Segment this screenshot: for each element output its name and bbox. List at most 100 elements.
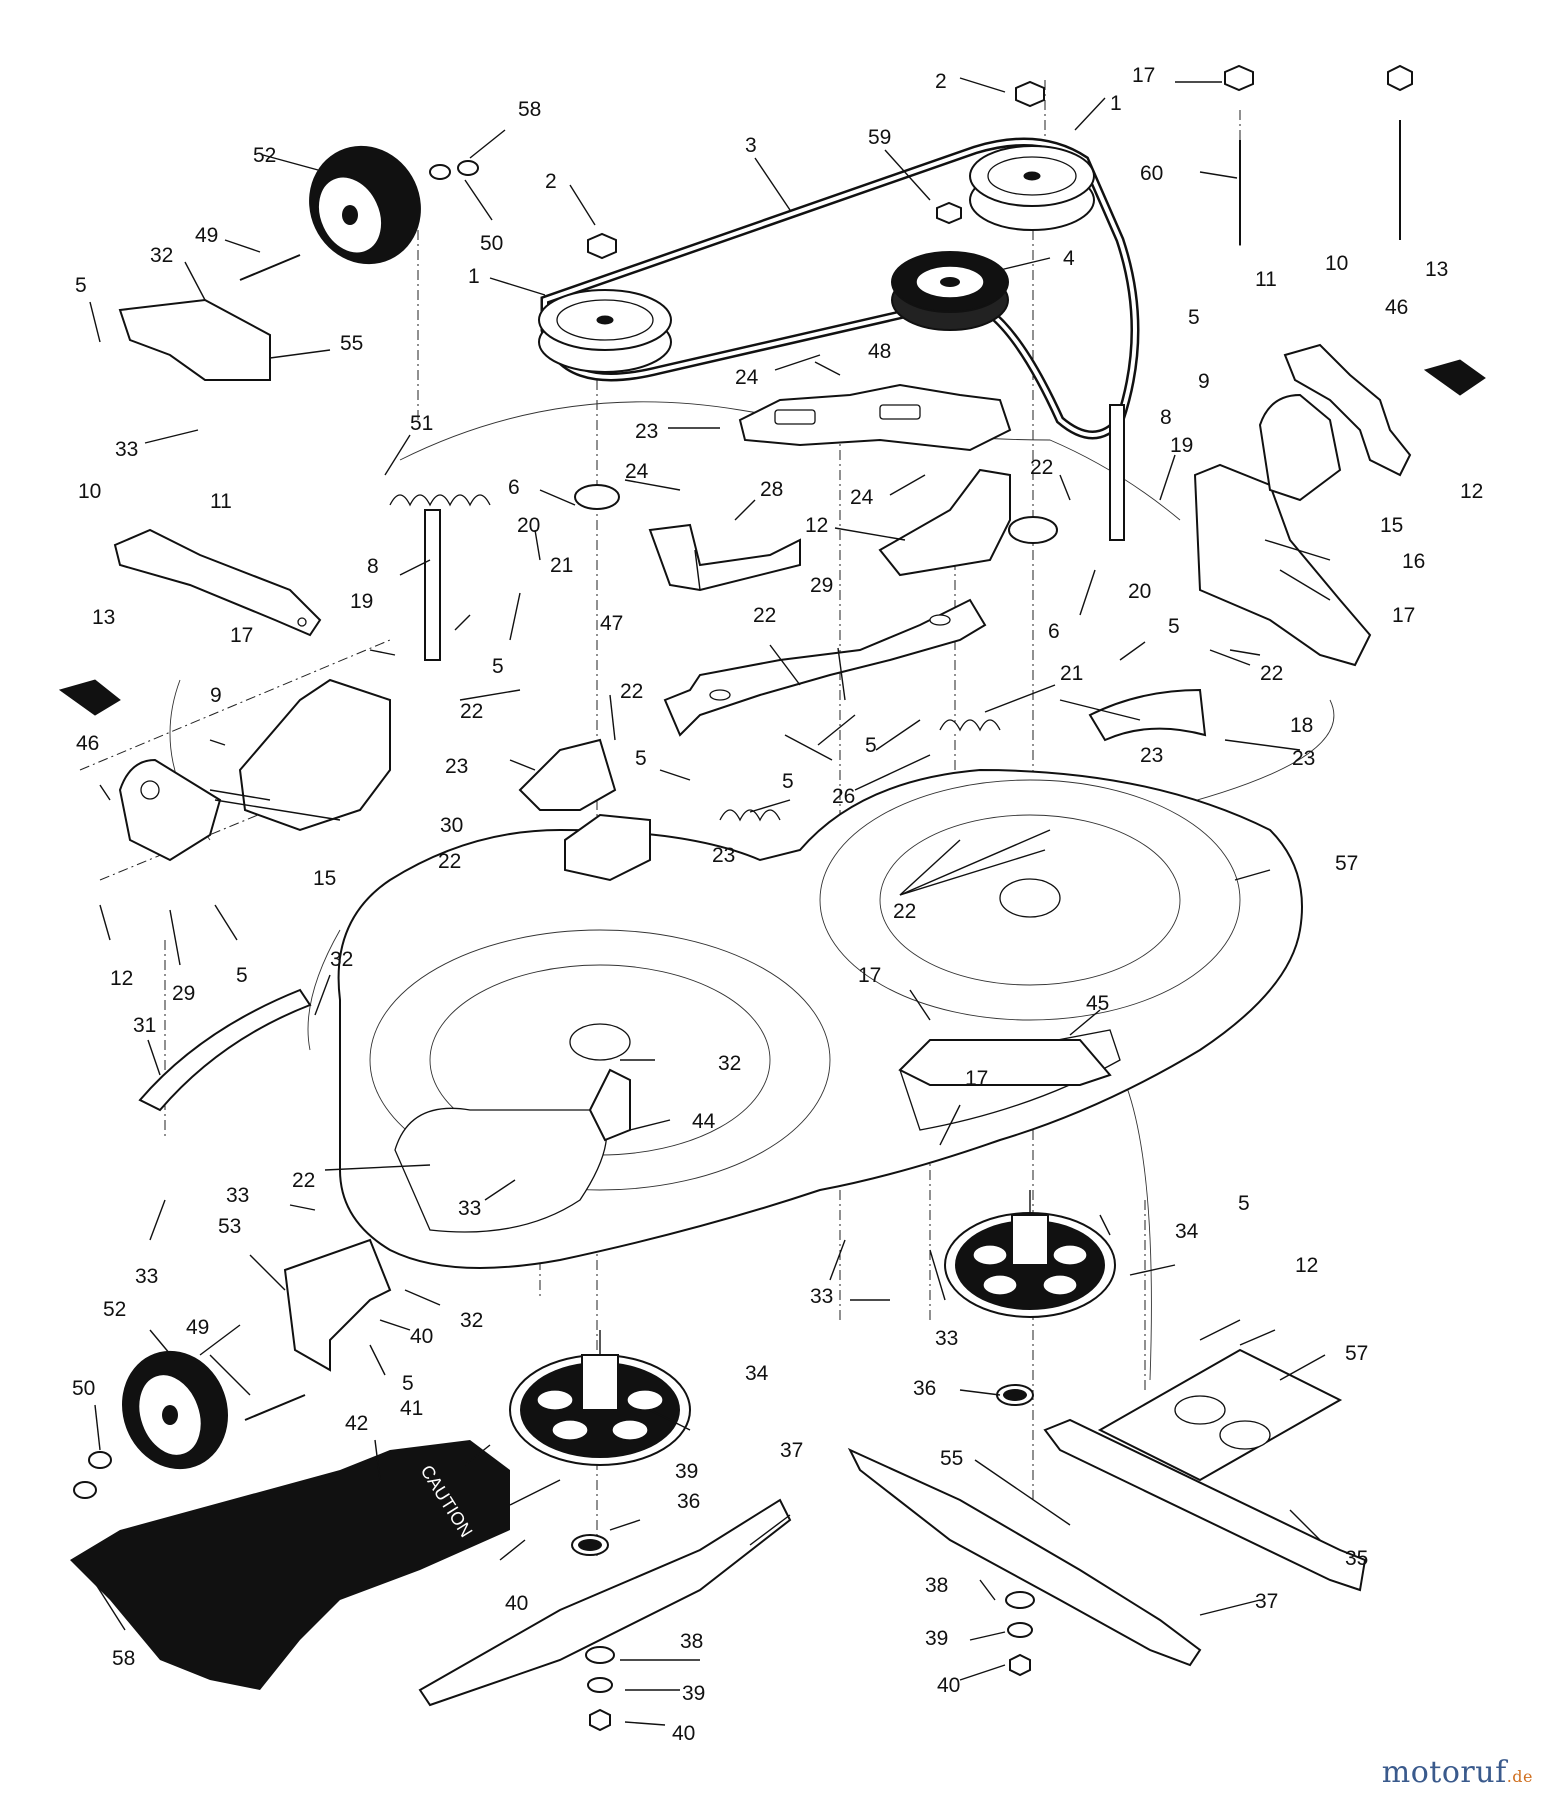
callout-30: 30: [440, 814, 463, 837]
callout-47-b: 46: [76, 732, 99, 755]
callout-32: 32: [150, 244, 173, 267]
callout-16: 16: [1402, 550, 1425, 573]
callout-14-b: 12: [110, 967, 133, 990]
callout-22-d: 22: [460, 700, 483, 723]
callout-20-b: 20: [1128, 580, 1151, 603]
callout-40-b: 40: [672, 1722, 695, 1745]
watermark-main: motoruf: [1381, 1755, 1507, 1790]
baffle-left: [518, 738, 651, 882]
callout-39-b: 39: [682, 1682, 705, 1705]
callout-9: 9: [1198, 370, 1210, 393]
deck-housing: [337, 768, 1303, 1269]
callout-5-h: 5: [236, 964, 248, 987]
callout-5-c: 5: [1168, 615, 1180, 638]
blade-left: [418, 1498, 792, 1707]
callout-31: 31: [133, 1014, 156, 1037]
deck-stiffener-28: [663, 598, 987, 737]
discharge-chute: CAUTION: [70, 1440, 510, 1690]
callout-14-c: 12: [1295, 1254, 1318, 1277]
callout-58: 57: [1345, 1342, 1368, 1365]
callout-19: 19: [1170, 434, 1193, 457]
gauge-wheel-top: [309, 145, 421, 265]
callout-53: 52: [253, 144, 276, 167]
callout-22-f: 22: [438, 850, 461, 873]
callout-26: 26: [832, 785, 855, 808]
callout-21: 21: [550, 554, 573, 577]
callout-33-d: 33: [135, 1265, 158, 1288]
callout-15: 15: [1380, 514, 1403, 537]
lift-arm-left: [113, 528, 322, 637]
callout-2: 2: [935, 70, 947, 93]
callout-28: 29: [810, 574, 833, 597]
callout-15-b: 15: [313, 867, 336, 890]
callout-22-b: 22: [753, 604, 776, 627]
callout-24-b: 24: [625, 460, 649, 483]
callout-11-b: 11: [210, 490, 232, 513]
callout-37: 37: [780, 1439, 803, 1462]
callout-20: 20: [517, 514, 540, 537]
callout-5-b: 5: [1188, 306, 1200, 329]
callout-18: 18: [1290, 714, 1313, 737]
leader-lines: [89, 77, 1331, 1726]
callout-22-g: 22: [893, 900, 916, 923]
deck-stabilizer: [1043, 1348, 1367, 1592]
callout-22: 22: [1030, 456, 1053, 479]
blade-right: [847, 1447, 1202, 1667]
callout-22-h: 22: [292, 1169, 315, 1192]
callout-27: 28: [760, 478, 783, 501]
callout-17-d: 17: [858, 964, 881, 987]
callout-38-b: 38: [680, 1630, 703, 1653]
callout-33-c: 33: [226, 1184, 249, 1207]
gauge-wheel-bottom: [122, 1350, 228, 1470]
pulley-left: [538, 289, 672, 373]
callout-43: 41: [400, 1397, 423, 1420]
callout-1: 1: [1110, 92, 1122, 115]
callout-10-b: 10: [78, 480, 101, 503]
callout-5-g: 5: [782, 770, 794, 793]
callout-34: 34: [1175, 1220, 1199, 1243]
spindle-left: [509, 1330, 691, 1466]
callout-24-c: 24: [850, 486, 874, 509]
gauge-wheel-bracket-right: [1258, 393, 1342, 502]
callout-5: 5: [75, 274, 87, 297]
callout-47: 46: [1385, 296, 1408, 319]
spindle-right: [944, 1190, 1116, 1318]
callout-4: 4: [1063, 247, 1075, 270]
callout-54: 53: [218, 1215, 241, 1238]
callout-5-j: 5: [402, 1372, 414, 1395]
gauge-wheel-bracket-left: [118, 758, 222, 862]
callout-33-b: 33: [458, 1197, 481, 1220]
callout-53-b: 52: [103, 1298, 126, 1321]
lift-arm-right: [1283, 343, 1412, 477]
callout-55: 55: [340, 332, 363, 355]
callout-50-b: 49: [186, 1316, 209, 1339]
deck-bracket-30: [238, 678, 391, 832]
callout-13-b: 13: [92, 606, 115, 629]
callout-57: 55: [940, 1447, 963, 1470]
callout-49: 48: [868, 340, 891, 363]
callout-17: 17: [1132, 64, 1155, 87]
callout-38: 38: [925, 1574, 948, 1597]
callout-5-d: 5: [492, 655, 504, 678]
callout-52: 51: [410, 412, 433, 435]
idler-bracket: [738, 383, 1012, 452]
callout-21-b: 21: [1060, 662, 1083, 685]
callout-25: 23: [635, 420, 658, 443]
callout-44: 42: [345, 1412, 368, 1435]
callout-5-f: 5: [865, 734, 877, 757]
callout-62: 60: [1140, 162, 1163, 185]
callout-36: 36: [913, 1377, 936, 1400]
callout-8: 8: [1160, 406, 1172, 429]
callout-60: 58: [518, 98, 541, 121]
callout-5-e: 5: [635, 747, 647, 770]
callout-32-d: 32: [460, 1309, 483, 1332]
callout-14: 12: [1460, 480, 1483, 503]
callout-50: 49: [195, 224, 218, 247]
callout-34-b: 34: [745, 1362, 769, 1385]
callout-10: 10: [1325, 252, 1348, 275]
callout-5-i: 5: [1238, 1192, 1250, 1215]
callout-51-b: 50: [72, 1377, 95, 1400]
belt-guide-27: [648, 523, 801, 592]
callout-3: 3: [745, 134, 757, 157]
callout-35: 35: [1345, 1547, 1368, 1570]
